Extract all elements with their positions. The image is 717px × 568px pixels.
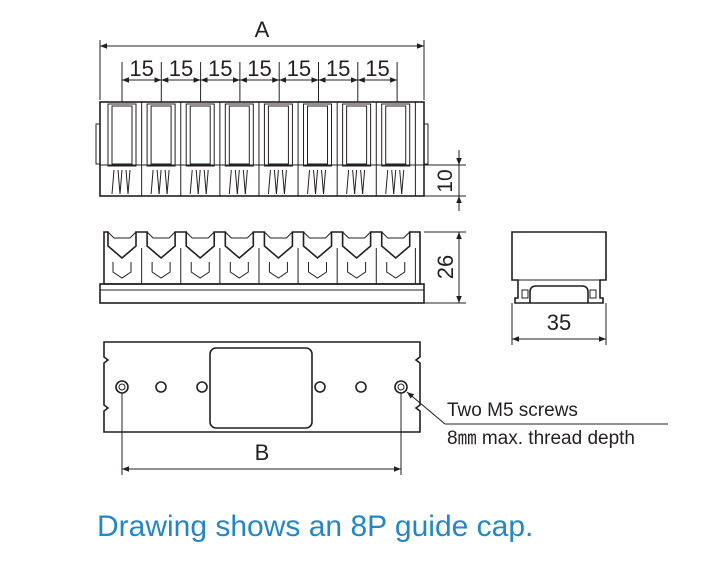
hole [196,381,208,393]
side-view: 35 [511,231,607,345]
pitch-dimensions: 15 15 15 15 15 15 15 [121,56,398,102]
pitch-dimension-label: 15 [326,56,350,81]
front-view: 26 [99,231,466,304]
comb-tooth [146,231,182,284]
slot [303,102,338,196]
dimension-a: A [99,17,425,100]
hole [355,381,367,393]
slot [146,102,182,196]
mounting-hole-left [115,380,129,394]
front-view-body [99,231,425,304]
comb-tooth [342,231,377,284]
pitch-dimension-label: 15 [169,56,193,81]
slot [263,102,299,196]
dimension-35-label: 35 [547,310,571,335]
screw-note-leader [406,391,668,425]
comb-tooth [107,231,143,284]
drawing-caption: Drawing shows an 8P guide cap. [97,510,534,543]
pitch-dimension-label: 15 [208,56,232,81]
slot [224,102,260,196]
screw-note-line1: Two M5 screws [447,400,578,421]
top-view: A 15 15 15 15 15 15 15 10 [95,17,466,211]
dimension-b-label: B [255,440,270,465]
hole [314,381,326,393]
top-view-body [95,101,429,197]
pitch-dimension-label: 15 [247,56,271,81]
mounting-hole-right [394,380,408,394]
pitch-dimension-label: 15 [287,56,311,81]
dimension-b: B [121,393,402,475]
slot [342,102,377,196]
slot [381,102,416,196]
comb-tooth [381,231,416,284]
dimension-a-label: A [255,17,270,42]
comb-tooth [185,231,221,284]
dimension-35: 35 [511,303,607,345]
dimension-10: 10 [424,150,466,211]
slot [107,102,143,196]
dimension-26: 26 [424,231,466,304]
pitch-dimension-label: 15 [365,56,389,81]
pitch-dimension-label: 15 [129,56,153,81]
screw-note-line2: 8㎜ max. thread depth [447,428,635,449]
bottom-view: B Two M5 screws 8㎜ max. thread depth [103,341,668,475]
comb-tooth [303,231,338,284]
hole [155,381,167,393]
dimension-10-label: 10 [434,169,457,192]
slot [185,102,221,196]
comb-tooth [264,231,299,284]
dimension-26-label: 26 [433,255,458,279]
comb-tooth [224,231,260,284]
